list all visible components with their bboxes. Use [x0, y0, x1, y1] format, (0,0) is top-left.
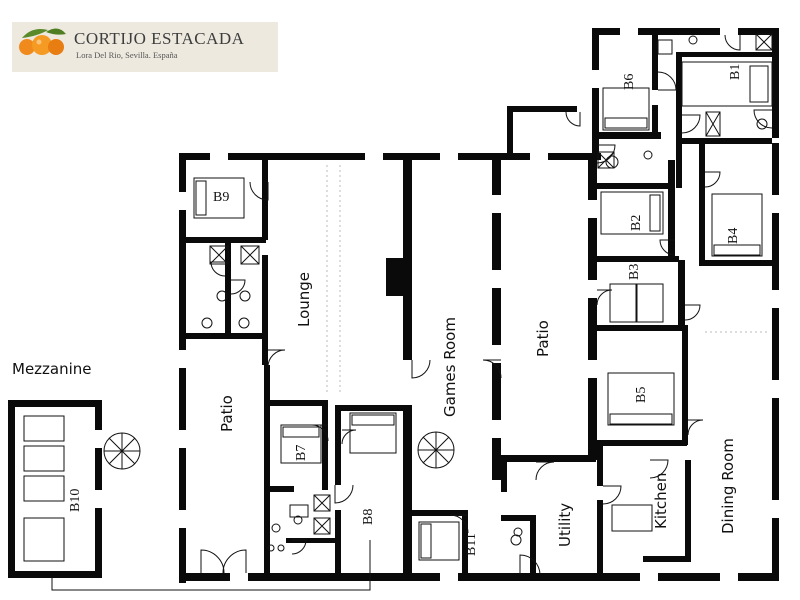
brand-panel: CORTIJO ESTACADA Lora Del Rio, Sevilla. …	[12, 22, 278, 72]
brand-name: CORTIJO ESTACADA	[74, 29, 245, 48]
mezzanine-b10	[8, 400, 371, 591]
label-b1: B1	[728, 64, 743, 80]
label-b2: B2	[629, 215, 644, 231]
label-kitchen: Kitchen	[652, 473, 670, 529]
label-b9: B9	[213, 190, 229, 205]
label-utility: Utility	[556, 503, 574, 547]
label-mezzanine: Mezzanine	[12, 360, 92, 378]
label-b6: B6	[622, 74, 637, 90]
label-patio-left: Patio	[218, 395, 236, 432]
label-b3: B3	[627, 264, 642, 280]
label-lounge: Lounge	[295, 272, 313, 327]
label-b4: B4	[726, 228, 741, 244]
spiral-stair-icon	[103, 432, 141, 470]
brand-location: Lora Del Rio, Sevilla. España	[76, 50, 178, 60]
doors	[200, 34, 773, 576]
spiral-stair-icon	[417, 431, 455, 469]
oranges-icon	[19, 28, 66, 55]
furniture	[23, 33, 773, 562]
label-b5: B5	[634, 387, 649, 403]
room-labels: Mezzanine B1 B2 B3 B4 B5 B6 B7 B8 B9 B10…	[12, 64, 743, 556]
label-b10: B10	[68, 489, 83, 512]
label-dining-room: Dining Room	[719, 438, 737, 534]
windows	[179, 28, 779, 581]
label-patio-center: Patio	[534, 320, 552, 357]
label-games-room: Games Room	[441, 317, 459, 417]
label-b7: B7	[294, 445, 309, 461]
label-b8: B8	[361, 509, 376, 525]
label-b11: B11	[464, 533, 479, 556]
